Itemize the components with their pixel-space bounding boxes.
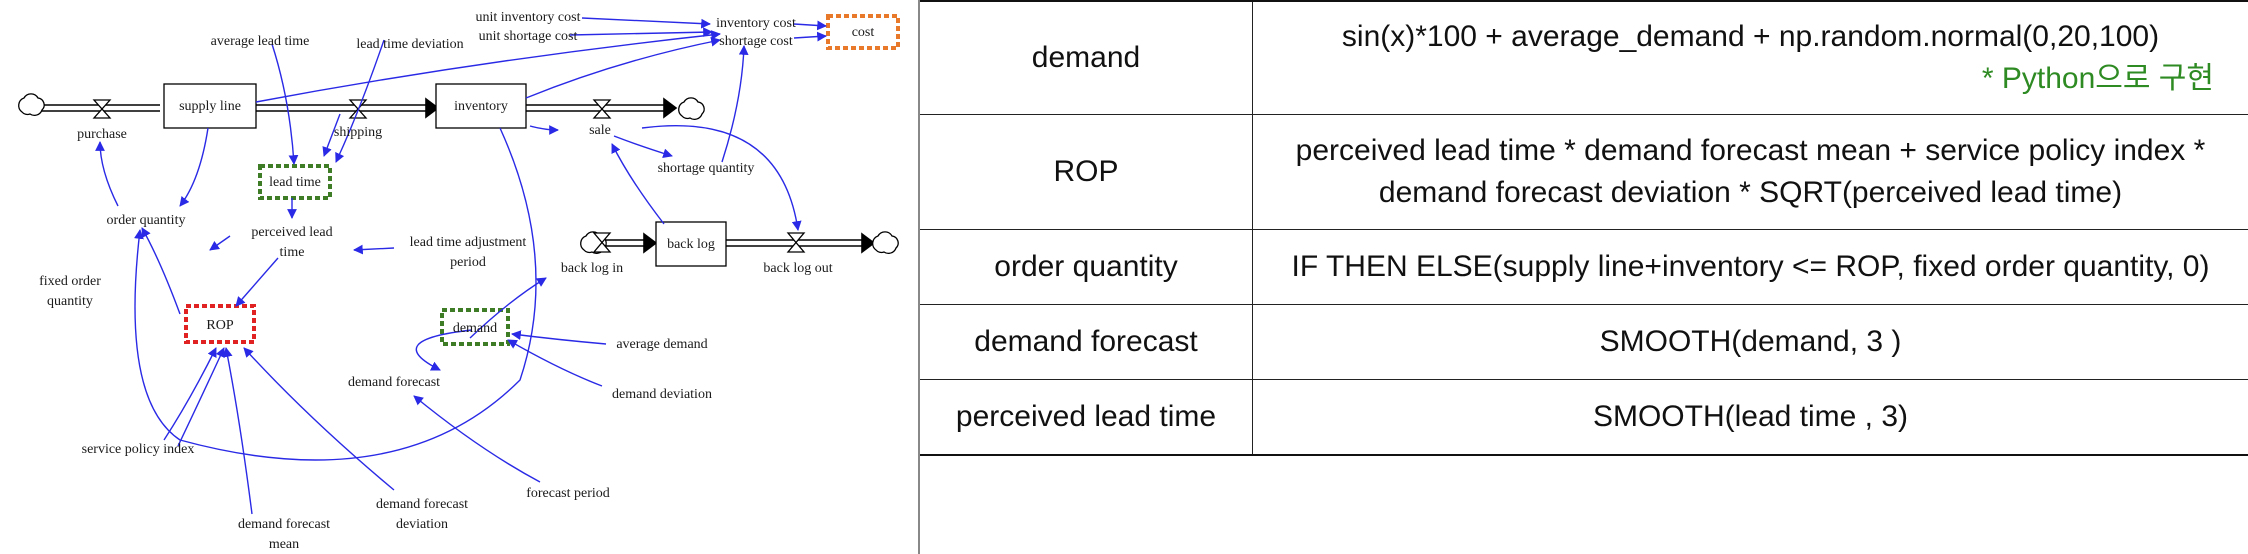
label-inventory-cost: inventory cost	[716, 16, 796, 31]
label-service-policy-index: service policy index	[82, 442, 195, 457]
label-fixed-order-1: fixed order	[39, 274, 101, 289]
valve-icon	[592, 232, 612, 253]
stock-inventory	[435, 83, 527, 129]
stock-supply-line	[163, 83, 257, 129]
stock-back-log	[655, 221, 727, 267]
label-lead-adj-2: period	[450, 255, 486, 270]
highlight-demand	[440, 308, 510, 346]
cloud-icon	[18, 93, 45, 116]
causal-links	[95, 17, 827, 515]
valve-icon	[92, 99, 112, 119]
cloud-icon	[678, 97, 705, 120]
label-back-log: back log	[667, 237, 715, 252]
label-purchase: purchase	[77, 127, 127, 142]
label-rop: ROP	[206, 318, 233, 333]
label-order-quantity: order quantity	[107, 213, 186, 228]
row-key: demand forecast	[920, 304, 1253, 380]
label-demand-forecast: demand forecast	[348, 375, 440, 390]
row-value: SMOOTH(demand, 3 )	[1252, 304, 2248, 380]
label-inventory: inventory	[454, 99, 508, 114]
panel-divider	[918, 0, 920, 554]
label-back-log-in: back log in	[561, 261, 623, 276]
label-back-log-out: back log out	[763, 261, 832, 276]
row-value: SMOOTH(lead time , 3)	[1252, 379, 2248, 456]
row-key: perceived lead time	[920, 379, 1253, 456]
flow-sale	[526, 97, 678, 119]
label-shipping: shipping	[334, 125, 382, 140]
table-row: demand sin(x)*100 + average_demand + np.…	[920, 0, 2248, 115]
label-unit-shortage-cost: unit shortage cost	[479, 29, 578, 44]
row-key: order quantity	[920, 229, 1253, 305]
highlight-lead-time	[258, 164, 332, 200]
label-perceived-lead-2: time	[280, 245, 305, 260]
row-value: sin(x)*100 + average_demand + np.random.…	[1252, 0, 2248, 115]
table-row: order quantity IF THEN ELSE(supply line+…	[920, 229, 2248, 305]
table-row: ROP perceived lead time * demand forecas…	[920, 114, 2248, 230]
label-lead-time: lead time	[269, 175, 321, 190]
label-dfm-2: mean	[269, 537, 299, 552]
highlight-cost	[826, 14, 900, 50]
row-formula: sin(x)*100 + average_demand + np.random.…	[1341, 20, 2160, 53]
label-lead-adj-1: lead time adjustment	[410, 235, 527, 250]
label-dfm-1: demand forecast	[238, 517, 330, 532]
label-demand: demand	[453, 321, 497, 336]
row-key: demand	[920, 0, 1253, 115]
label-average-demand: average demand	[616, 337, 707, 352]
table-row: demand forecast SMOOTH(demand, 3 )	[920, 304, 2248, 380]
valve-icon	[786, 232, 806, 253]
label-forecast-period: forecast period	[526, 486, 610, 501]
flow-back-log-in	[600, 232, 658, 254]
label-lead-time-deviation: lead time deviation	[356, 37, 463, 52]
row-value: IF THEN ELSE(supply line+inventory <= RO…	[1252, 229, 2248, 305]
label-demand-deviation: demand deviation	[612, 387, 712, 402]
highlight-rop	[184, 304, 256, 344]
row-key: ROP	[920, 114, 1253, 230]
equation-table: demand sin(x)*100 + average_demand + np.…	[920, 0, 2248, 554]
label-shortage-cost: shortage cost	[719, 34, 793, 49]
row-value: perceived lead time * demand forecast me…	[1252, 114, 2248, 230]
cloud-icon	[872, 231, 899, 254]
flow-shipping	[256, 97, 440, 119]
label-dfd-2: deviation	[396, 517, 448, 532]
label-unit-inventory-cost: unit inventory cost	[476, 10, 581, 25]
valve-icon	[592, 99, 612, 119]
label-perceived-lead-1: perceived lead	[251, 225, 332, 240]
label-supply-line: supply line	[179, 99, 241, 114]
table-row: perceived lead time SMOOTH(lead time , 3…	[920, 379, 2248, 456]
label-dfd-1: demand forecast	[376, 497, 468, 512]
label-fixed-order-2: quantity	[47, 294, 93, 309]
python-note: * Python으로 구현	[1981, 62, 2214, 95]
label-average-lead-time: average lead time	[211, 34, 310, 49]
label-sale: sale	[589, 123, 611, 138]
label-shortage-quantity: shortage quantity	[658, 161, 755, 176]
system-dynamics-diagram: supply line inventory back log cost lead…	[18, 10, 900, 552]
label-cost: cost	[852, 25, 875, 40]
